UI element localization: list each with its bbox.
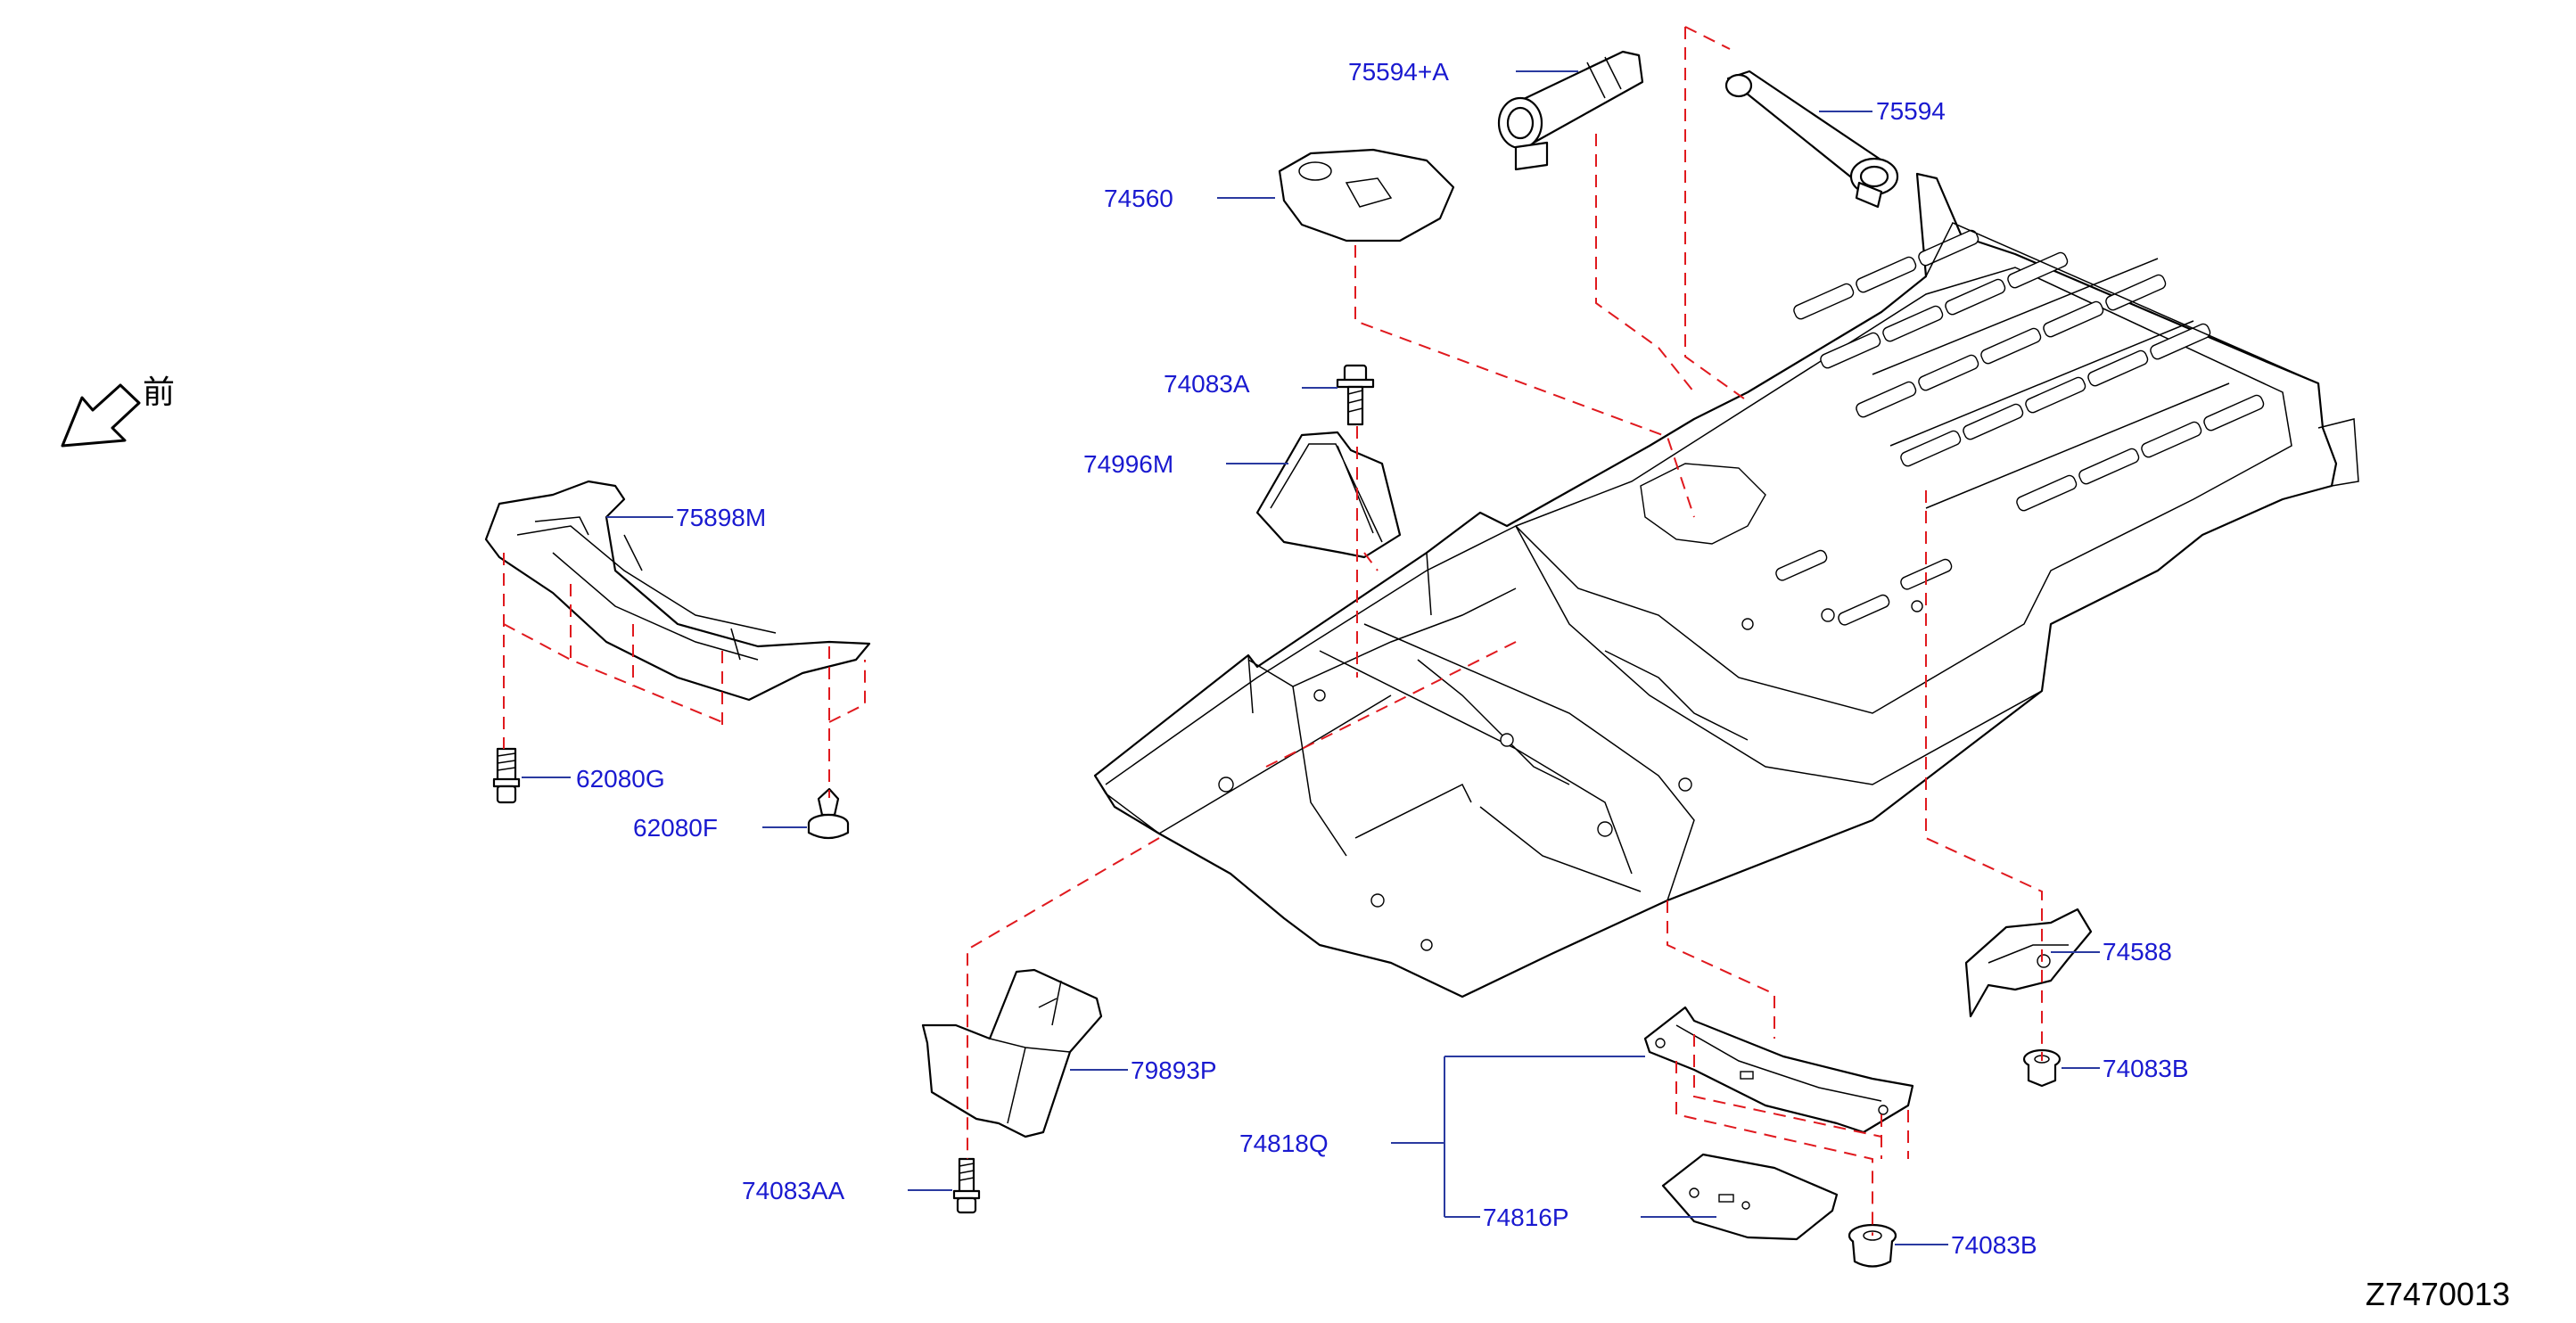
part-75594-duct: [1724, 70, 1899, 209]
label-74996m: 74996M: [1083, 450, 1173, 478]
label-74083b-upper: 74083B: [2103, 1055, 2189, 1082]
floor-slot-group: [1775, 229, 2265, 626]
front-marker-label: 前: [143, 374, 175, 411]
label-74083b-lower: 74083B: [1951, 1231, 2037, 1259]
part-74083aa-bolt: [952, 1157, 981, 1214]
part-62080g-bolt: [492, 747, 521, 804]
leader-74818q: [1391, 1056, 1645, 1218]
label-62080g: 62080G: [576, 765, 665, 793]
part-79893p-bracket: [921, 968, 1103, 1138]
part-74083b-nut-upper: [2022, 1048, 2062, 1088]
part-75594-plus-a-duct: [1497, 50, 1644, 171]
label-74083aa: 74083AA: [742, 1177, 845, 1204]
part-75898m-member: [484, 480, 871, 702]
floor-hole-group: [1218, 600, 1923, 951]
front-direction-marker: 前: [61, 374, 175, 448]
label-79893p: 79893P: [1131, 1056, 1217, 1084]
figure-code: Z7470013: [2366, 1276, 2510, 1312]
part-74560-plate: [1278, 148, 1455, 242]
assembly-guide-lines: [503, 26, 2043, 1236]
part-74588-bracket: [1964, 908, 2093, 1018]
part-74818q-member: [1643, 1006, 1914, 1134]
label-74818q: 74818Q: [1239, 1130, 1329, 1157]
front-arrow-icon: [61, 383, 141, 448]
label-74588: 74588: [2103, 938, 2172, 966]
part-74083b-nut-lower: [1848, 1223, 1897, 1268]
label-62080f: 62080F: [633, 814, 718, 842]
label-74816p: 74816P: [1483, 1204, 1569, 1231]
part-74996m-bracket: [1255, 431, 1402, 559]
label-74560: 74560: [1104, 185, 1173, 212]
label-75594-plus-a: 75594+A: [1348, 58, 1449, 86]
part-74816p-insulator: [1661, 1153, 1839, 1241]
label-74083a: 74083A: [1164, 370, 1250, 398]
part-62080f-clip: [807, 787, 850, 840]
label-75898m: 75898M: [676, 504, 766, 531]
part-74083a-bolt: [1336, 364, 1375, 426]
label-75594: 75594: [1876, 97, 1946, 125]
floor-pan-assembly: [1093, 172, 2359, 998]
